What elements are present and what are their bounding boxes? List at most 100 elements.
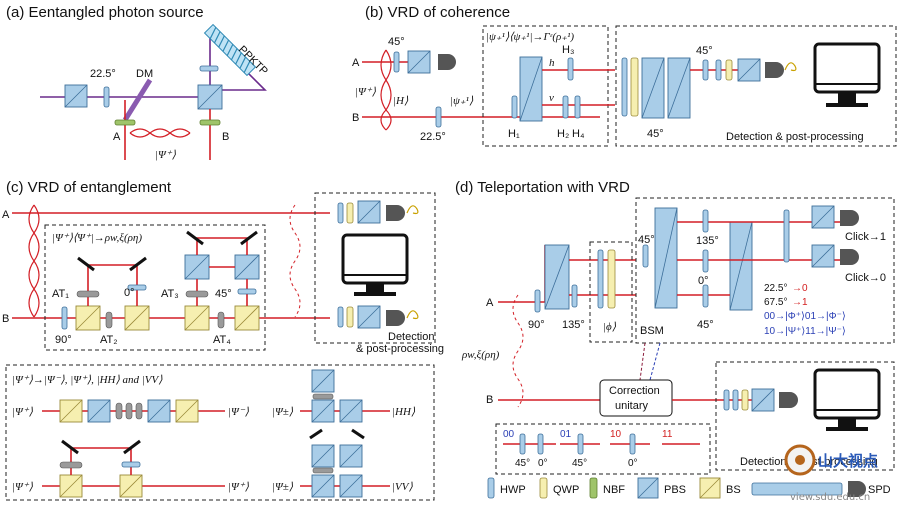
legend-cube-swatch <box>751 482 843 496</box>
angle-b-out: 45° <box>696 45 713 57</box>
panel-c: (c) VRD of entanglement A B |Ψ⁺⟩⟨Ψ⁺|→ρw,… <box>2 179 444 501</box>
bsm-box <box>635 197 895 344</box>
in1: |Ψ⁺⟩ <box>12 406 34 418</box>
det-label-c: Detection <box>388 331 434 343</box>
dm-label: DM <box>136 68 153 80</box>
entanglement-map: |Ψ⁺⟩⟨Ψ⁺|→ρw,ξ(ρη) <box>52 232 142 244</box>
nbf-a <box>114 119 136 126</box>
at1 <box>76 290 100 298</box>
click0: Click→0 <box>845 272 886 284</box>
at3-label: AT₃ <box>161 288 179 300</box>
at2-label: AT₂ <box>100 334 118 346</box>
at4 <box>217 311 225 329</box>
mirror-c3 <box>186 230 204 246</box>
port-b: B <box>222 131 229 143</box>
angle-d-135a: 135° <box>696 235 719 247</box>
at4-label: AT₄ <box>213 334 231 346</box>
correction-line1: Correction <box>609 385 660 397</box>
correction-line2: unitary <box>615 400 649 412</box>
det-label-b: Detection & post-processing <box>726 131 864 143</box>
hwp-h2 <box>562 95 569 119</box>
rule2b: →1 <box>792 297 808 308</box>
entanglement-link <box>129 128 191 138</box>
angle-c-0: 0° <box>124 287 135 299</box>
legend-hwp-swatch <box>487 477 495 499</box>
v-path: v <box>549 92 554 104</box>
panel-d-title: (d) Teleportation with VRD <box>455 179 630 196</box>
legend-hwp: HWP <box>500 484 526 496</box>
port-b-b: B <box>352 112 359 124</box>
angle-c-45: 45° <box>215 288 232 300</box>
correction-box <box>599 379 673 417</box>
at3 <box>185 290 209 298</box>
hwp-b1-angle: 45° <box>388 36 405 48</box>
c10: 10 <box>610 429 622 440</box>
bsm-label: BSM <box>640 325 664 337</box>
rho-label: ρw,ξ(ρη) <box>461 349 500 361</box>
ca2: 0° <box>538 458 548 469</box>
mirror-c2 <box>129 256 147 272</box>
out2: |HH⟩ <box>392 406 416 418</box>
in2b: |Ψ±⟩ <box>272 406 294 418</box>
legend: HWP QWP NBF PBS BS SPD <box>487 477 891 499</box>
hwp-b1 <box>393 51 400 73</box>
computer-c <box>341 233 409 296</box>
hwp-b-out <box>702 59 709 81</box>
watermark: 山大视点 view.sdu.edu.cn <box>784 444 878 503</box>
ca4: 0° <box>628 458 638 469</box>
mirror-c1 <box>77 256 95 272</box>
angle-d-0: 0° <box>698 275 709 287</box>
h1-label: H₁ <box>508 128 520 140</box>
h3-label: H₃ <box>562 44 574 56</box>
hwp-c1 <box>61 306 68 330</box>
port-a-d: A <box>486 297 494 309</box>
phi-label: |ϕ⟩ <box>603 321 617 333</box>
angle-d-135b: 135° <box>562 319 585 331</box>
angle-d-90: 90° <box>528 319 545 331</box>
computer-b <box>813 42 881 107</box>
hwp-a1-angle: 22.5° <box>90 68 116 80</box>
phi-box <box>589 241 633 343</box>
psi-ket: |ψ₊¹⟩ <box>450 95 474 107</box>
legend-nbf: NBF <box>603 484 625 496</box>
h-path: h <box>549 57 555 69</box>
det-box-c <box>314 192 436 344</box>
rule1a: 22.5° <box>764 283 787 294</box>
port-b-c: B <box>2 313 9 325</box>
h4-label: H₄ <box>572 128 585 140</box>
legend-qwp: QWP <box>553 484 579 496</box>
detector-c-a <box>386 205 405 221</box>
hwp-b-det <box>621 57 628 117</box>
vrd-box-c <box>44 224 266 351</box>
legend-nbf-swatch <box>589 477 598 499</box>
dichroic-mirror <box>122 78 153 122</box>
watermark-text: 山大视点 <box>818 452 878 470</box>
state-label-a: |Ψ⁺⟩ <box>155 149 177 161</box>
qwp-b-det <box>630 57 639 117</box>
detector-c-b <box>386 310 405 326</box>
angle-c-90: 90° <box>55 334 72 346</box>
hwp-a1 <box>103 86 110 108</box>
rule2a: 67.5° <box>764 297 787 308</box>
hwp-b2-angle: 22.5° <box>420 131 446 143</box>
hwp-h1 <box>511 95 518 119</box>
c11: 11 <box>662 429 673 440</box>
at1-label: AT₁ <box>52 288 69 300</box>
at2 <box>105 311 113 329</box>
map1: 00→|Φ⁺⟩01→|Φ⁻⟩ <box>764 311 846 322</box>
detector-d-b <box>779 392 798 408</box>
panel-b: (b) VRD of coherence A B |Ψ⁺⟩ 45° |H⟩ |ψ… <box>352 4 897 147</box>
hwp-a2 <box>199 65 219 72</box>
hwp-h3 <box>567 57 574 81</box>
panel-c-title: (c) VRD of entanglement <box>6 179 172 196</box>
c01: 01 <box>560 429 572 440</box>
legend-spd: SPD <box>868 484 891 496</box>
map2: 10→|Ψ⁺⟩11→|Ψ⁻⟩ <box>764 326 846 337</box>
panel-a: (a) Eentangled photon source 22.5° DM PP… <box>6 4 270 161</box>
rule1b: →0 <box>792 283 808 294</box>
nbf-b <box>199 119 221 126</box>
h-ket: |H⟩ <box>393 95 409 107</box>
ppktp-crystal <box>203 23 257 77</box>
ca1: 45° <box>515 458 530 469</box>
